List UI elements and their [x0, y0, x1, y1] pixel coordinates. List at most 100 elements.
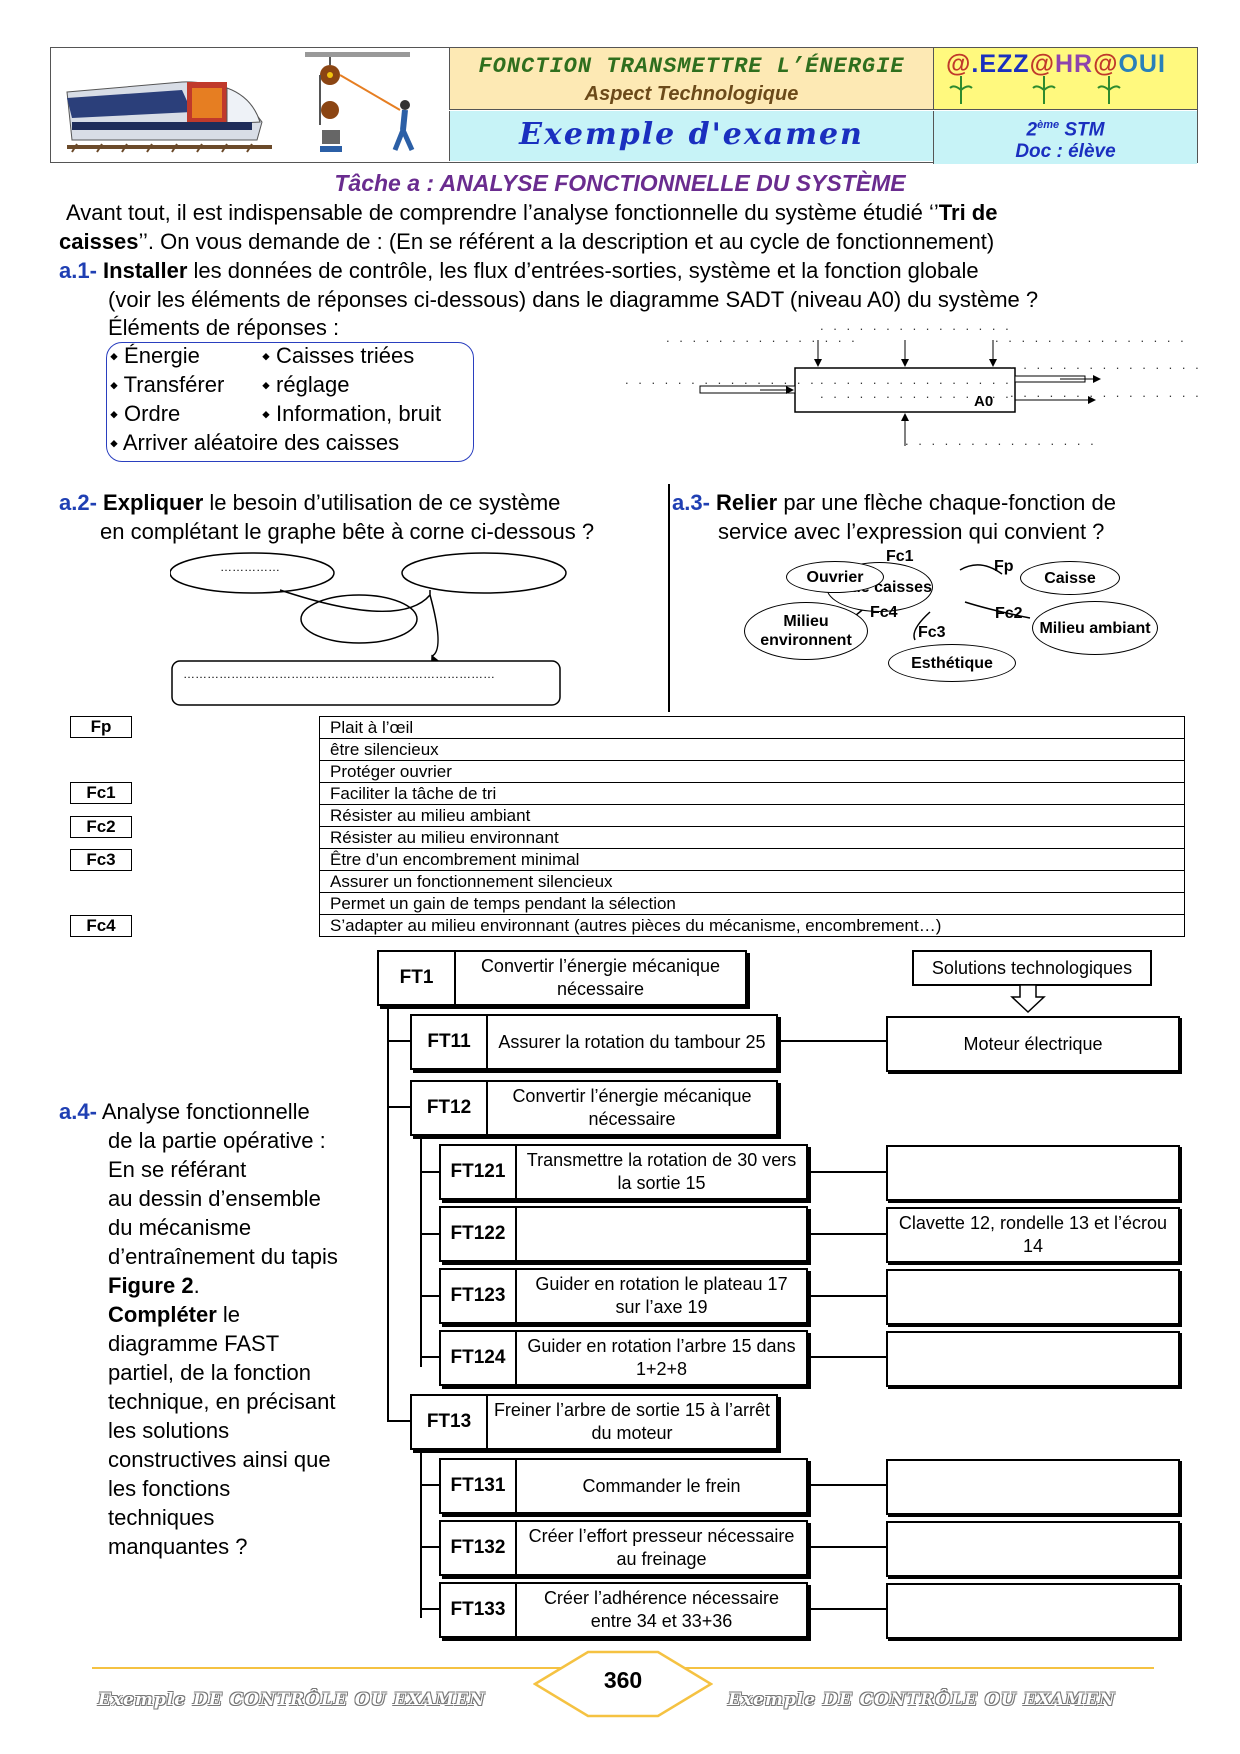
- sadt-dots: . . . . . . . . . . . . . . .: [1010, 357, 1202, 372]
- fast-connector: [387, 1420, 410, 1422]
- fast-ft121: FT121 Transmettre la rotation de 30 vers…: [439, 1144, 808, 1200]
- task-title: Tâche a : ANALYSE FONCTIONNELLE DU SYSTÈ…: [334, 170, 906, 196]
- fn-label-fc2: Fc2: [70, 816, 132, 838]
- link-label: Fc2: [995, 605, 1023, 622]
- response-item: ⬩ Caisses triées: [262, 343, 415, 368]
- a1-line-2: (voir les éléments de réponses ci-dessou…: [108, 287, 1039, 312]
- fn-label-fc1: Fc1: [70, 782, 132, 804]
- response-item: ⬩ Arriver aléatoire des caisses: [110, 430, 400, 455]
- bete-dots: ……………………………………………………………………: [183, 667, 495, 681]
- response-item: ⬩ Énergie: [110, 343, 200, 368]
- ft-text: Guider en rotation l’arbre 15 dans 1+2+8: [527, 1336, 796, 1379]
- header-exam-cell: Exemple d'examen: [449, 111, 933, 161]
- ft-id: FT13: [412, 1396, 488, 1448]
- ft-id: FT132: [441, 1522, 517, 1574]
- a2-line-2: en complétant le graphe bête à corne ci-…: [100, 519, 595, 544]
- ft-text: Commander le frein: [582, 1475, 741, 1496]
- column-divider: [668, 484, 670, 712]
- fast-connector: [776, 1040, 886, 1042]
- solution-ft123: [886, 1269, 1180, 1325]
- fn-label-fc4: Fc4: [70, 915, 132, 937]
- a3-line-2: service avec l’expression qui convient ?: [718, 519, 1105, 544]
- fast-connector: [420, 1446, 422, 1618]
- fast-connector: [387, 1106, 410, 1108]
- sadt-diagram: [699, 340, 1101, 446]
- ft-id: FT131: [441, 1460, 517, 1512]
- solutions-header: Solutions technologiques: [912, 950, 1152, 986]
- expression-row: Résister au milieu environnant: [320, 827, 1184, 849]
- link-label: Fp: [994, 558, 1014, 575]
- response-item: ⬩ Information, bruit: [262, 401, 442, 426]
- footer-right: Exemple DE CONTRÔLE OU EXAMEN: [728, 1690, 1116, 1710]
- fast-connector: [420, 1356, 439, 1358]
- train-illustration: [66, 81, 272, 153]
- ft-text: Créer l’adhérence nécessaire entre 34 et…: [543, 1588, 780, 1631]
- intro-line-1: Avant tout, il est indispensable de comp…: [66, 200, 998, 225]
- fast-ft11: FT11 Assurer la rotation du tambour 25: [410, 1014, 778, 1070]
- fast-ft123: FT123 Guider en rotation le plateau 17 s…: [439, 1268, 808, 1324]
- fast-ft1: FT1 Convertir l’énergie mécanique nécess…: [377, 950, 747, 1006]
- ft-id: FT12: [412, 1082, 488, 1134]
- sadt-dots: . . . . . . . . . . . . . . .: [820, 318, 1012, 333]
- expression-row: Protéger ouvrier: [320, 761, 1184, 783]
- a2-line-1: a.2- Expliquer le besoin d’utilisation d…: [59, 490, 561, 515]
- solution-ft122: Clavette 12, rondelle 13 et l’écrou 14: [886, 1207, 1180, 1263]
- pulley-illustration: [305, 52, 415, 152]
- fast-ft12: FT12 Convertir l’énergie mécanique néces…: [410, 1080, 778, 1136]
- sadt-dots: . . . . . . . . . . . . . . .: [1010, 385, 1202, 400]
- ft-id: FT123: [441, 1270, 517, 1322]
- link-label: Fc3: [918, 624, 946, 641]
- ft-text: Créer l’effort presseur nécessaire au fr…: [528, 1526, 795, 1569]
- expression-row: Plait à l’œil: [320, 717, 1184, 739]
- fast-connector: [420, 1546, 439, 1548]
- fast-ft13: FT13 Freiner l’arbre de sortie 15 à l’ar…: [410, 1394, 778, 1450]
- page-number-diamond: [533, 1650, 713, 1718]
- exam-title: Exemple d'examen: [519, 117, 864, 152]
- fn-label-fp: Fp: [70, 716, 132, 738]
- fast-connector: [806, 1356, 886, 1358]
- expression-row: Résister au milieu ambiant: [320, 805, 1184, 827]
- header-logo-cell: @.EZZ@HR@OUI: [933, 48, 1197, 110]
- link-label: Fc1: [886, 548, 914, 565]
- solution-ft11: Moteur électrique: [886, 1016, 1180, 1072]
- fast-connector: [806, 1233, 886, 1235]
- fast-connector: [387, 1040, 410, 1042]
- ft-id: FT121: [441, 1146, 517, 1198]
- response-item: ⬩ Ordre: [110, 401, 181, 426]
- fn-label-fc3: Fc3: [70, 849, 132, 871]
- sadt-a0-label: A0: [974, 393, 994, 410]
- solution-ft132: [886, 1521, 1180, 1577]
- response-item: ⬩ réglage: [262, 372, 350, 397]
- down-arrow-icon: [1010, 984, 1046, 1014]
- expression-row: Être d’un encombrement minimal: [320, 849, 1184, 871]
- fast-ft133: FT133 Créer l’adhérence nécessaire entre…: [439, 1582, 808, 1638]
- ft-id: FT124: [441, 1332, 517, 1384]
- solution-ft133: [886, 1583, 1180, 1639]
- solution-ft131: [886, 1459, 1180, 1515]
- fast-connector: [420, 1608, 439, 1610]
- node-milieu-environnent: Milieu environnent: [744, 602, 868, 660]
- fast-connector: [420, 1233, 439, 1235]
- expression-row: Assurer un fonctionnement silencieux: [320, 871, 1184, 893]
- header-subtitle: Aspect Technologique: [584, 83, 799, 105]
- fast-ft132: FT132 Créer l’effort presseur nécessaire…: [439, 1520, 808, 1576]
- author-logo: @.EZZ@HR@OUI: [946, 50, 1166, 78]
- sadt-dots: . . . . . . . . . . . . . . .: [820, 386, 1012, 401]
- node-esthetique: Esthétique: [888, 644, 1016, 682]
- level-label: 2ème STM: [1026, 119, 1105, 141]
- expression-row: S’adapter au milieu environnant (autres …: [330, 916, 942, 935]
- footer-left: Exemple DE CONTRÔLE OU EXAMEN: [98, 1690, 486, 1710]
- header-frame: [50, 47, 1198, 163]
- fast-connector: [806, 1546, 886, 1548]
- ft-text: Guider en rotation le plateau 17 sur l’a…: [535, 1274, 788, 1317]
- response-box: [106, 342, 474, 462]
- sadt-dots: . . . . . . . . . . . . . . .: [820, 372, 1012, 387]
- node-ouvrier: Ouvrier: [786, 561, 884, 593]
- sadt-dots: . . . . . . . . . . . . . . .: [666, 330, 858, 345]
- link-label: Fc4: [870, 604, 898, 621]
- solution-ft121: [886, 1145, 1180, 1201]
- fast-ft124: FT124 Guider en rotation l’arbre 15 dans…: [439, 1330, 808, 1386]
- page-number: 360: [603, 1667, 643, 1693]
- ft-text: Transmettre la rotation de 30 vers la so…: [526, 1150, 797, 1193]
- ft-text: Convertir l’énergie mécanique nécessaire: [512, 1086, 752, 1129]
